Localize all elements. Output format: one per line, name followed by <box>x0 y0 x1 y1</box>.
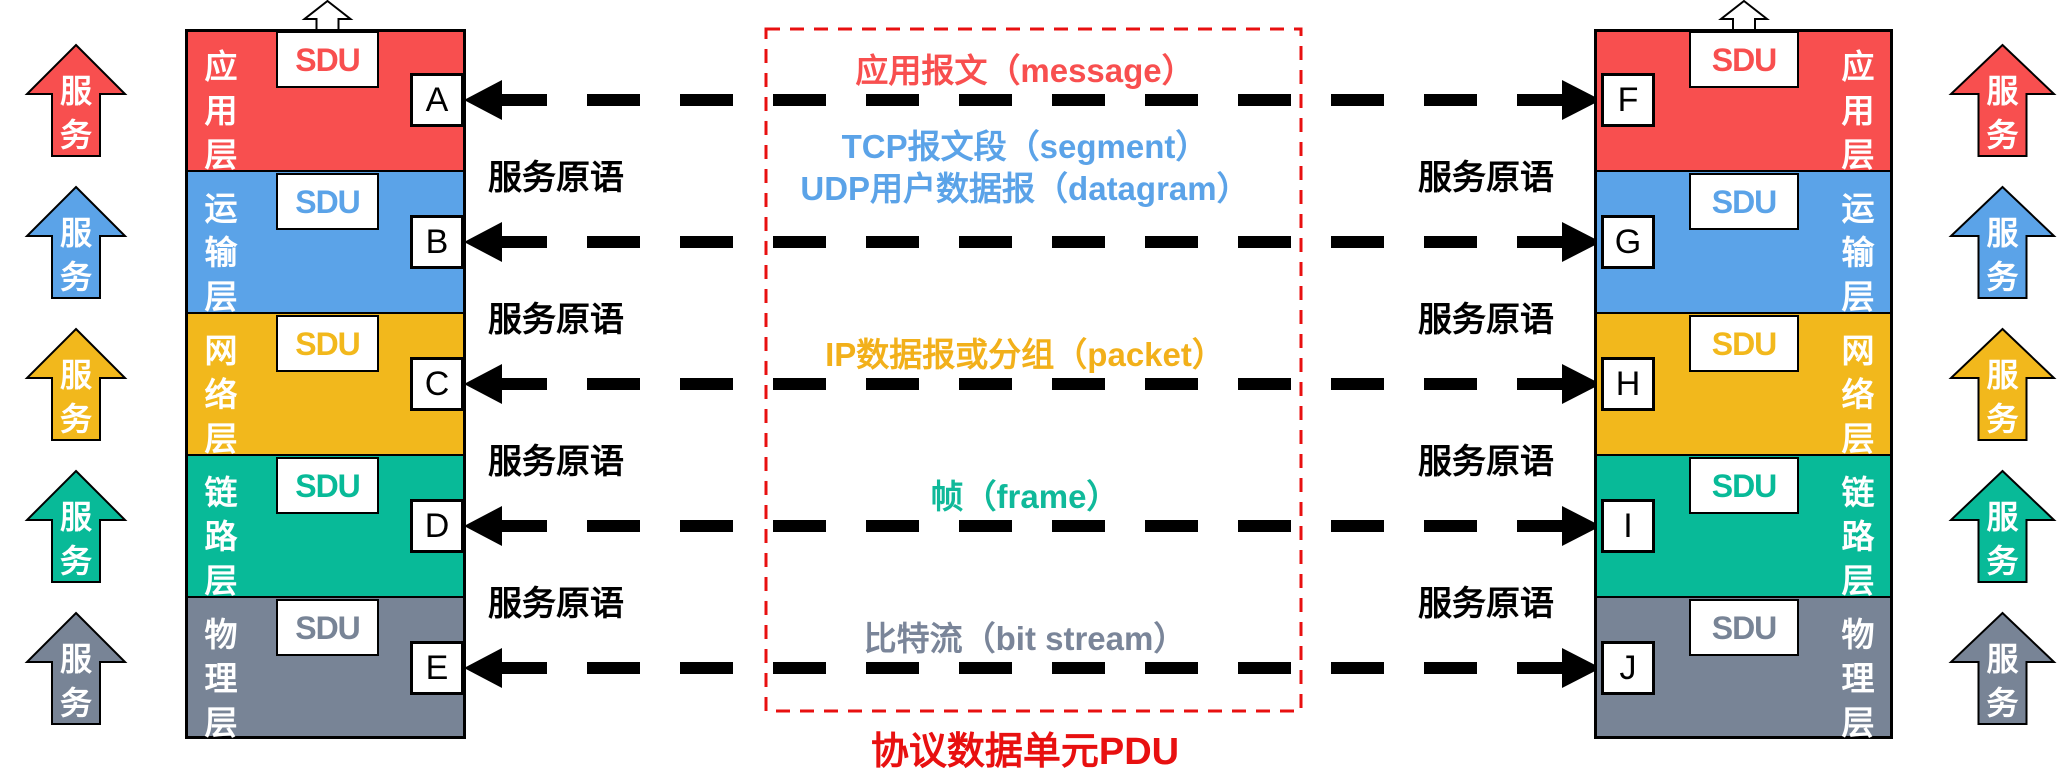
arrowhead-left-icon <box>464 648 502 688</box>
left-service-primitive-label: 服务原语 <box>488 159 624 197</box>
right-port-F[interactable]: F <box>1601 73 1655 127</box>
service-label: 服务 <box>1986 73 2019 153</box>
service-label: 服务 <box>59 73 92 153</box>
right-service-primitive-label: 服务原语 <box>1418 159 1554 197</box>
service-label: 服务 <box>59 357 92 437</box>
service-up-arrow-icon <box>24 327 128 441</box>
left-layer-name: 运输层 <box>204 190 238 315</box>
service-label: 服务 <box>1986 215 2019 295</box>
service-up-arrow-icon <box>1948 185 2057 299</box>
right-sdu-box: SDU <box>1689 599 1799 656</box>
right-layer-name: 链路层 <box>1841 474 1875 599</box>
service-up-arrow-icon <box>1948 469 2057 583</box>
left-port-D[interactable]: D <box>410 499 464 553</box>
service-label: 服务 <box>1986 499 2019 579</box>
left-sdu-box: SDU <box>276 173 379 230</box>
service-label: 服务 <box>59 499 92 579</box>
left-sdu-box: SDU <box>276 457 379 514</box>
sdu-up-arrow-icon <box>301 0 354 33</box>
arrowhead-right-icon <box>1562 80 1601 120</box>
left-port-E[interactable]: E <box>410 641 464 695</box>
pdu-name-1: TCP报文段（segment） <box>841 128 1209 165</box>
left-sdu-box: SDU <box>276 315 379 372</box>
service-label: 服务 <box>59 215 92 295</box>
service-up-arrow-icon <box>24 469 128 583</box>
service-up-arrow-icon <box>1948 43 2057 157</box>
left-port-A[interactable]: A <box>410 73 464 127</box>
right-port-H[interactable]: H <box>1601 357 1655 411</box>
service-up-arrow-icon <box>24 185 128 299</box>
pdu-name-1: UDP用户数据报（datagram） <box>800 170 1250 207</box>
right-sdu-box: SDU <box>1689 457 1799 514</box>
right-service-primitive-label: 服务原语 <box>1418 443 1554 481</box>
right-service-primitive-label: 服务原语 <box>1418 301 1554 339</box>
arrowhead-right-icon <box>1562 506 1601 546</box>
right-port-G[interactable]: G <box>1601 215 1655 269</box>
left-port-B[interactable]: B <box>410 215 464 269</box>
arrowhead-right-icon <box>1562 648 1601 688</box>
pdu-name-0: 应用报文（message） <box>855 52 1195 89</box>
left-layer-name: 网络层 <box>204 332 238 457</box>
arrowhead-left-icon <box>464 364 502 404</box>
left-sdu-box: SDU <box>276 599 379 656</box>
left-layer-name: 应用层 <box>204 48 238 173</box>
right-layer-name: 应用层 <box>1841 48 1875 173</box>
service-up-arrow-icon <box>24 611 128 725</box>
right-layer-name: 网络层 <box>1841 332 1875 457</box>
pdu-name-4: 比特流（bit stream） <box>863 620 1187 657</box>
left-service-primitive-label: 服务原语 <box>488 585 624 623</box>
service-label: 服务 <box>1986 641 2019 721</box>
arrowhead-right-icon <box>1562 222 1601 262</box>
service-label: 服务 <box>59 641 92 721</box>
right-layer-name: 运输层 <box>1841 190 1875 315</box>
service-up-arrow-icon <box>1948 327 2057 441</box>
left-service-primitive-label: 服务原语 <box>488 301 624 339</box>
right-layer-name: 物理层 <box>1841 616 1875 741</box>
pdu-name-2: IP数据报或分组（packet） <box>825 336 1225 373</box>
service-up-arrow-icon <box>1948 611 2057 725</box>
pdu-name-3: 帧（frame） <box>930 478 1120 515</box>
pdu-dashed-box <box>764 27 1303 713</box>
right-sdu-box: SDU <box>1689 173 1799 230</box>
arrowhead-left-icon <box>464 222 502 262</box>
left-port-C[interactable]: C <box>410 357 464 411</box>
right-port-I[interactable]: I <box>1601 499 1655 553</box>
right-service-primitive-label: 服务原语 <box>1418 585 1554 623</box>
right-sdu-box: SDU <box>1689 315 1799 372</box>
left-sdu-box: SDU <box>276 31 379 88</box>
sdu-up-arrow-icon <box>1718 0 1770 33</box>
pdu-box-title: 协议数据单元PDU <box>870 731 1180 773</box>
service-up-arrow-icon <box>24 43 128 157</box>
arrowhead-right-icon <box>1562 364 1601 404</box>
left-service-primitive-label: 服务原语 <box>488 443 624 481</box>
arrowhead-left-icon <box>464 506 502 546</box>
left-layer-name: 链路层 <box>204 474 238 599</box>
right-port-J[interactable]: J <box>1601 641 1655 695</box>
arrowhead-left-icon <box>464 80 502 120</box>
service-label: 服务 <box>1986 357 2019 437</box>
right-sdu-box: SDU <box>1689 31 1799 88</box>
left-layer-name: 物理层 <box>204 616 238 741</box>
